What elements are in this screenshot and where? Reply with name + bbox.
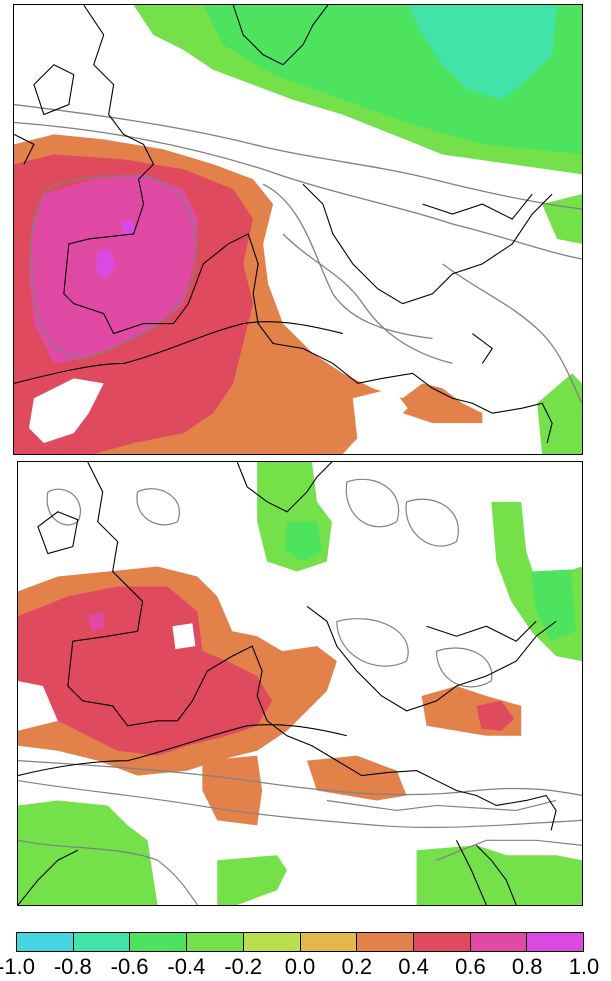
pos-anomaly-magenta-spot bbox=[87, 611, 106, 632]
colorbar-tick-label: 0.6 bbox=[455, 954, 486, 979]
neg-anomaly-south-center bbox=[217, 855, 288, 905]
coastlines bbox=[14, 5, 553, 444]
pos-anomaly-orange-south bbox=[202, 755, 263, 826]
pos-anomaly-red-west bbox=[18, 586, 273, 756]
colorbar-labels: -1.0 -0.8 -0.6 -0.4 -0.2 0.0 0.2 0.4 0.6 0.8 1.0 bbox=[0, 954, 611, 980]
neg-anomaly-region-light bbox=[133, 5, 582, 175]
colorbar-tick-label: -0.4 bbox=[167, 954, 206, 979]
neg-anomaly-east-edge bbox=[542, 194, 582, 244]
neutral-area-south bbox=[352, 388, 408, 444]
contour-lines bbox=[18, 478, 582, 905]
top-map-field bbox=[14, 5, 582, 454]
pos-anomaly-max-2 bbox=[121, 219, 136, 236]
colorbar-swatch-3 bbox=[187, 933, 244, 951]
neg-anomaly-southwest bbox=[18, 800, 158, 905]
neg-anomaly-north-core bbox=[285, 521, 322, 562]
colorbar-tick-label: -1.0 bbox=[0, 954, 35, 979]
neutral-gap-1 bbox=[172, 623, 196, 650]
colorbar-swatch-7 bbox=[413, 933, 471, 951]
strong-neg-anomaly bbox=[407, 5, 558, 100]
neg-anomaly-southeast bbox=[537, 373, 582, 454]
colorbar-swatch-0 bbox=[17, 933, 74, 951]
colorbar-tick-label: -0.6 bbox=[110, 954, 149, 979]
colorbar-swatch-9 bbox=[527, 933, 584, 951]
colorbar-swatch-1 bbox=[73, 933, 131, 951]
bottom-map-field bbox=[18, 462, 582, 905]
pos-anomaly-magenta bbox=[28, 174, 199, 364]
neutral-area-southwest bbox=[28, 378, 104, 444]
colorbar-tick-label: 0.2 bbox=[341, 954, 373, 979]
colorbar-swatch-6 bbox=[357, 933, 414, 951]
colorbar-tick-label: 0.4 bbox=[398, 954, 429, 979]
coastlines bbox=[18, 462, 557, 905]
colorbar-swatch-2 bbox=[130, 933, 188, 951]
top-map-panel bbox=[13, 4, 583, 455]
colorbar-tick-label: 0.8 bbox=[511, 954, 543, 979]
neutral-gap-2 bbox=[18, 681, 58, 731]
colorbar-tick-label: 0.0 bbox=[284, 954, 316, 979]
pos-anomaly-red-east bbox=[476, 700, 515, 731]
bottom-map-panel bbox=[17, 461, 583, 906]
neg-anomaly-east-core bbox=[531, 569, 577, 642]
colorbar-tick-label: -0.2 bbox=[224, 954, 263, 979]
colorbar bbox=[16, 932, 584, 952]
colorbar-swatch-4 bbox=[243, 933, 301, 951]
pos-anomaly-orange-southcentral bbox=[306, 755, 407, 801]
colorbar-tick-label: -0.8 bbox=[53, 954, 92, 979]
neg-anomaly-southeast bbox=[416, 845, 582, 905]
colorbar-swatch-8 bbox=[470, 933, 528, 951]
colorbar-swatch-5 bbox=[300, 933, 358, 951]
pos-anomaly-max bbox=[95, 248, 116, 279]
colorbar-tick-label: 1.0 bbox=[568, 954, 600, 979]
